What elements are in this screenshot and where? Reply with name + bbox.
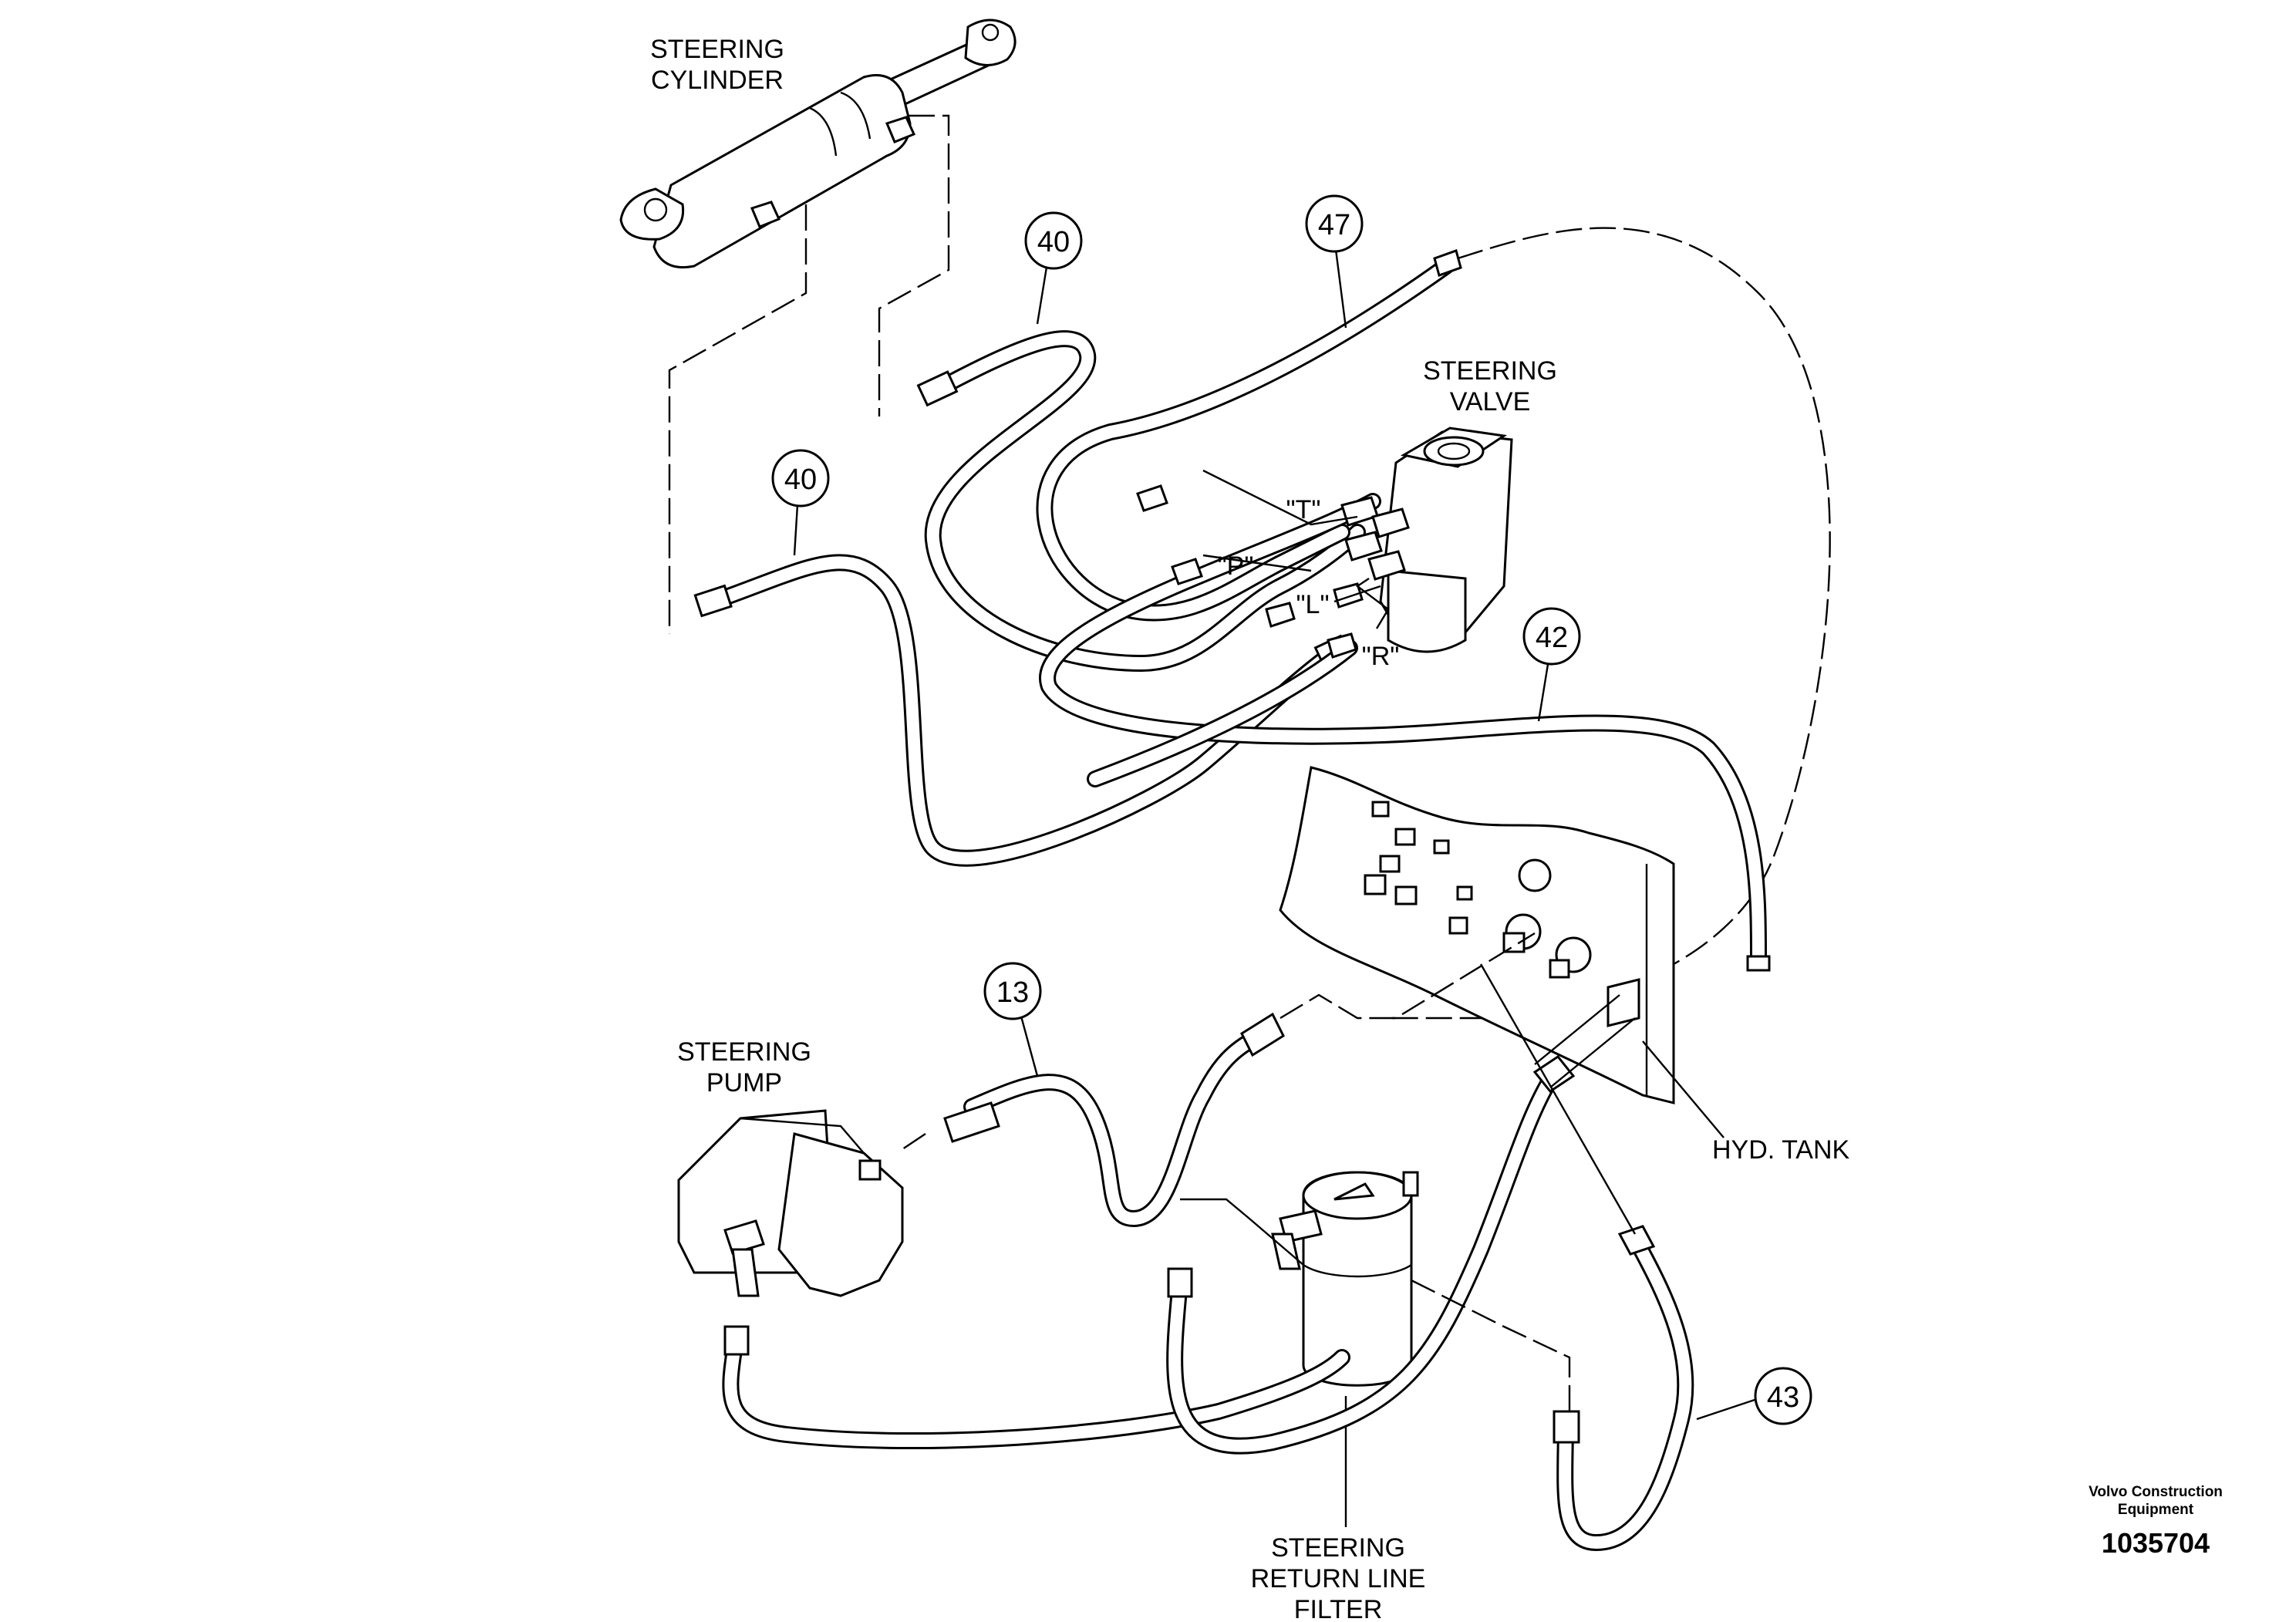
steering-pump [677, 1109, 904, 1297]
leader-port-p [1202, 554, 1312, 572]
svg-text:STEERING: STEERING [677, 1037, 811, 1067]
port-t-label: "T" [1286, 495, 1321, 524]
dash-13-to-tank [1279, 932, 1536, 1020]
label-steering-pump: STEERING PUMP [677, 1037, 811, 1098]
hose-42 [1039, 493, 1771, 972]
port-r-label: "R" [1362, 642, 1400, 671]
company-line-1: Volvo Construction [2089, 1484, 2223, 1500]
tank-riser-line [1534, 994, 1636, 1088]
svg-text:PUMP: PUMP [706, 1068, 782, 1098]
hydraulic-tank [1279, 766, 1675, 1104]
drawing-number: 1035704 [2102, 1527, 2210, 1559]
svg-text:STEERING: STEERING [1423, 356, 1557, 386]
callout-13: 13 [983, 962, 1042, 1077]
svg-text:RETURN LINE: RETURN LINE [1251, 1564, 1426, 1593]
hose-40-right [916, 330, 1366, 672]
svg-text:13: 13 [996, 976, 1029, 1009]
dash-cylinder-right [878, 114, 950, 416]
port-p-label: "P" [1218, 551, 1254, 581]
svg-text:STEERING: STEERING [1271, 1533, 1405, 1563]
callout-40-right: 40 [1024, 211, 1083, 325]
svg-text:FILTER: FILTER [1294, 1595, 1383, 1622]
port-l-label: "L" [1296, 590, 1329, 619]
footer: Volvo Construction Equipment 1035704 [2089, 1484, 2223, 1559]
callout-43: 43 [1696, 1367, 1812, 1425]
line-43-to-tank [1479, 963, 1637, 1235]
svg-text:40: 40 [784, 464, 817, 496]
steering-cylinder [619, 19, 1017, 269]
hyd-tank-label: HYD. TANK [1712, 1135, 1850, 1165]
svg-text:CYLINDER: CYLINDER [651, 66, 784, 95]
label-return-line-filter: STEERING RETURN LINE FILTER [1251, 1533, 1426, 1622]
svg-text:STEERING: STEERING [650, 35, 784, 64]
company-line-2: Equipment [2118, 1502, 2194, 1518]
dash-pump-line [902, 1133, 926, 1150]
hose-r-port [1087, 639, 1358, 787]
dash-cylinder-left [668, 204, 807, 634]
leader-hyd-tank [1642, 1040, 1725, 1138]
dash-filter-to-43 [1411, 1279, 1571, 1411]
svg-text:43: 43 [1767, 1381, 1799, 1414]
hose-13 [943, 1012, 1285, 1227]
hose-filter-to-tank [1166, 1054, 1576, 1455]
svg-text:47: 47 [1318, 209, 1350, 241]
callout-40-left: 40 [771, 449, 830, 556]
return-line-filter [1271, 1171, 1419, 1387]
svg-text:VALVE: VALVE [1450, 387, 1531, 416]
svg-text:42: 42 [1536, 622, 1568, 654]
label-steering-valve: STEERING VALVE [1423, 356, 1557, 416]
hose-47 [1036, 249, 1462, 622]
svg-text:40: 40 [1037, 226, 1070, 258]
hose-40-left [693, 554, 1351, 867]
callout-42: 42 [1522, 607, 1581, 722]
leader-port-r [1355, 578, 1390, 629]
leader-port-t [1202, 469, 1358, 526]
hose-pump-to-filter [722, 1325, 1350, 1450]
steering-valve [1136, 427, 1513, 659]
leader-port-l [1333, 585, 1381, 603]
filter-bracket-line [1180, 1198, 1304, 1266]
label-steering-cylinder: STEERING CYLINDER [650, 35, 784, 95]
callout-47: 47 [1305, 194, 1364, 329]
hose-43 [1553, 1225, 1694, 1551]
